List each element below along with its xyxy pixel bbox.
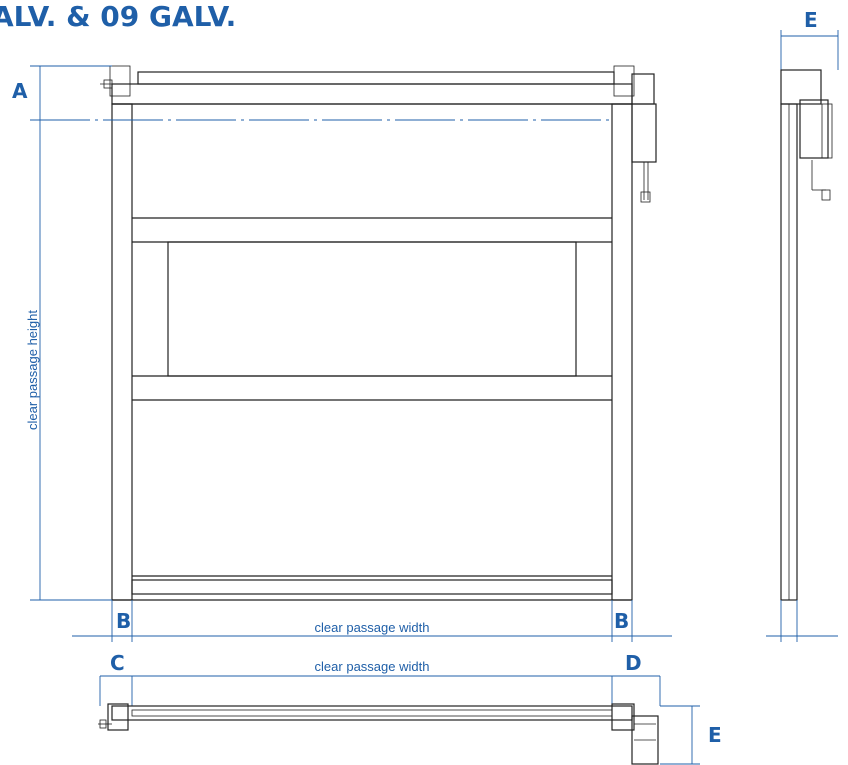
dim-height-front: clear passage height [25,310,40,430]
label-b-right: B [614,609,629,633]
front-dimensions: A clear passage height B B clear passage… [12,65,672,642]
dim-width-top: clear passage width [315,659,430,674]
top-view-left-end [107,703,129,731]
front-left-post [111,103,133,601]
front-bottom-bar [131,579,613,595]
top-view-right-end [611,703,635,731]
label-a: A [12,79,28,103]
front-motor-body [631,103,657,163]
top-view: C D clear passage width E [98,651,722,765]
label-c: C [110,651,125,675]
label-b-left: B [116,609,131,633]
top-view-motor [631,715,659,765]
dim-width-front: clear passage width [315,620,430,635]
side-view: E [766,8,839,642]
front-vision-window [167,241,577,377]
front-top-housing [137,71,615,85]
front-motor-head [631,73,655,105]
front-right-post [611,103,633,601]
side-head [780,69,822,105]
drawing-heading: ALV. & 09 GALV. [0,0,236,33]
front-left-bracket [109,65,131,97]
label-e-bottom: E [708,723,722,747]
top-view-housing [111,705,633,721]
side-motor [799,99,829,159]
label-d: D [625,651,642,675]
front-top-housing-lower [111,83,633,105]
front-right-bracket [613,65,635,97]
label-e-top: E [804,8,818,32]
front-view [30,65,657,601]
